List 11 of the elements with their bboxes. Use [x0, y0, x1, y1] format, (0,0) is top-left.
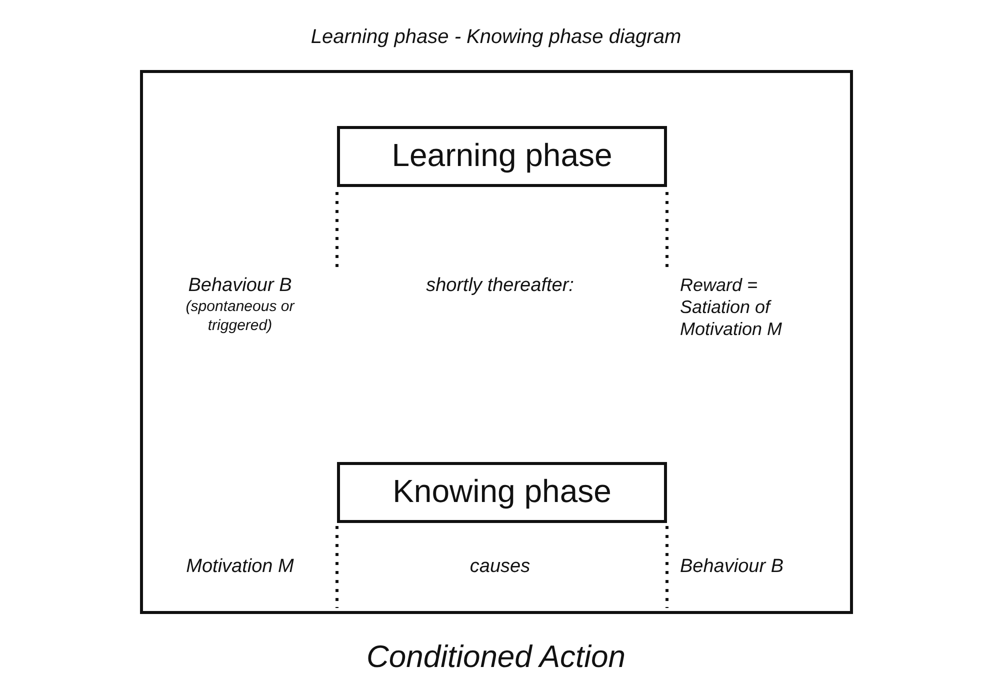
note-text: (spontaneous or triggered)	[184, 297, 296, 335]
note-text: causes	[468, 555, 532, 578]
phase-box: Learning phase	[337, 126, 667, 187]
caption-text: Conditioned Action	[365, 638, 627, 676]
phase-box: Knowing phase	[337, 462, 667, 523]
note-text: shortly thereafter:	[425, 274, 575, 297]
note-text: Behaviour B	[680, 555, 785, 578]
note-text: Reward = Satiation of Motivation M	[680, 274, 784, 340]
diagram-title: Learning phase - Knowing phase diagram	[310, 26, 682, 49]
note-text: Motivation M	[185, 555, 295, 578]
note-text: Behaviour B	[187, 274, 293, 297]
